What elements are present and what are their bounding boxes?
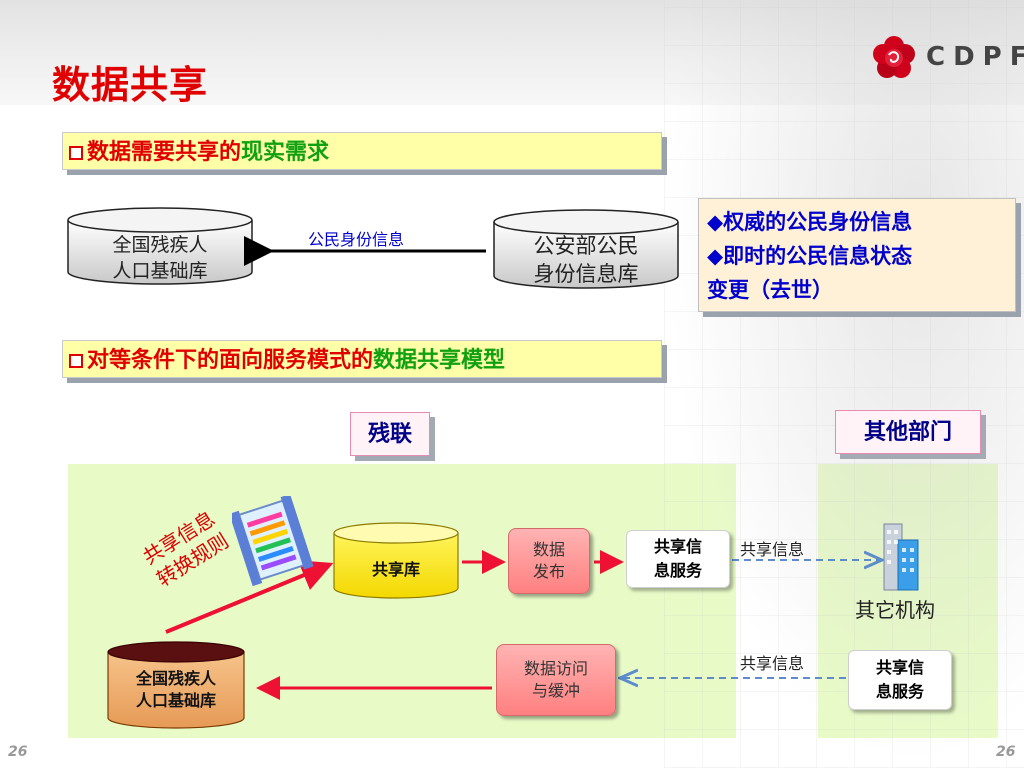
- arrow-label-identity: 公民身份信息: [308, 230, 405, 249]
- share-label-top: 共享信息: [740, 540, 805, 559]
- page-title: 数据共享: [52, 63, 209, 107]
- section-heading-requirement: 数据需要共享的现实需求: [62, 132, 662, 170]
- checkbox-square-icon: [69, 146, 83, 160]
- heading-green-text: 数据共享模型: [373, 347, 506, 373]
- base-db-label: 全国残疾人 人口基础库: [135, 669, 216, 710]
- heading-red-text: 数据需要共享的: [87, 139, 242, 165]
- data-access-box: 数据访问 与缓冲: [496, 644, 616, 716]
- shared-service-box-top: 共享信 息服务: [626, 530, 730, 588]
- info-line-2: ◆即时的公民信息状态: [707, 243, 913, 268]
- top-right-db-label: 公安部公民 身份信息库: [533, 234, 639, 286]
- page-number-right: 26: [996, 744, 1016, 760]
- data-publish-box: 数据 发布: [508, 528, 590, 594]
- shared-service-box-bottom: 共享信 息服务: [848, 650, 952, 710]
- tag-disability-federation: 残联: [350, 412, 430, 456]
- top-left-db-label: 全国残疾人 人口基础库: [112, 234, 208, 282]
- other-org-label: 其它机构: [855, 598, 935, 622]
- cdpf-logo-icon: [873, 36, 915, 78]
- heading-green-text: 现实需求: [241, 139, 330, 165]
- checkbox-square-icon: [69, 354, 83, 368]
- info-box-benefits: ◆权威的公民身份信息 ◆即时的公民信息状态 变更（去世）: [698, 198, 1016, 312]
- section-heading-model: 对等条件下的面向服务模式的数据共享模型: [62, 340, 662, 378]
- page-number-left: 26: [8, 744, 28, 760]
- info-line-3: 变更（去世）: [707, 277, 833, 302]
- conversion-rules-icon: [232, 496, 314, 587]
- logo-text: CDPF: [926, 42, 1024, 72]
- shared-db-label: 共享库: [371, 560, 420, 579]
- heading-red-text: 对等条件下的面向服务模式的: [87, 347, 374, 373]
- info-line-1: ◆权威的公民身份信息: [707, 209, 913, 234]
- share-label-bottom: 共享信息: [740, 654, 805, 673]
- background-decoration: [664, 0, 1024, 768]
- tag-other-departments: 其他部门: [835, 410, 981, 454]
- building-icon: [883, 523, 919, 591]
- conversion-rules-label: 共享信息 转换规则: [138, 506, 233, 592]
